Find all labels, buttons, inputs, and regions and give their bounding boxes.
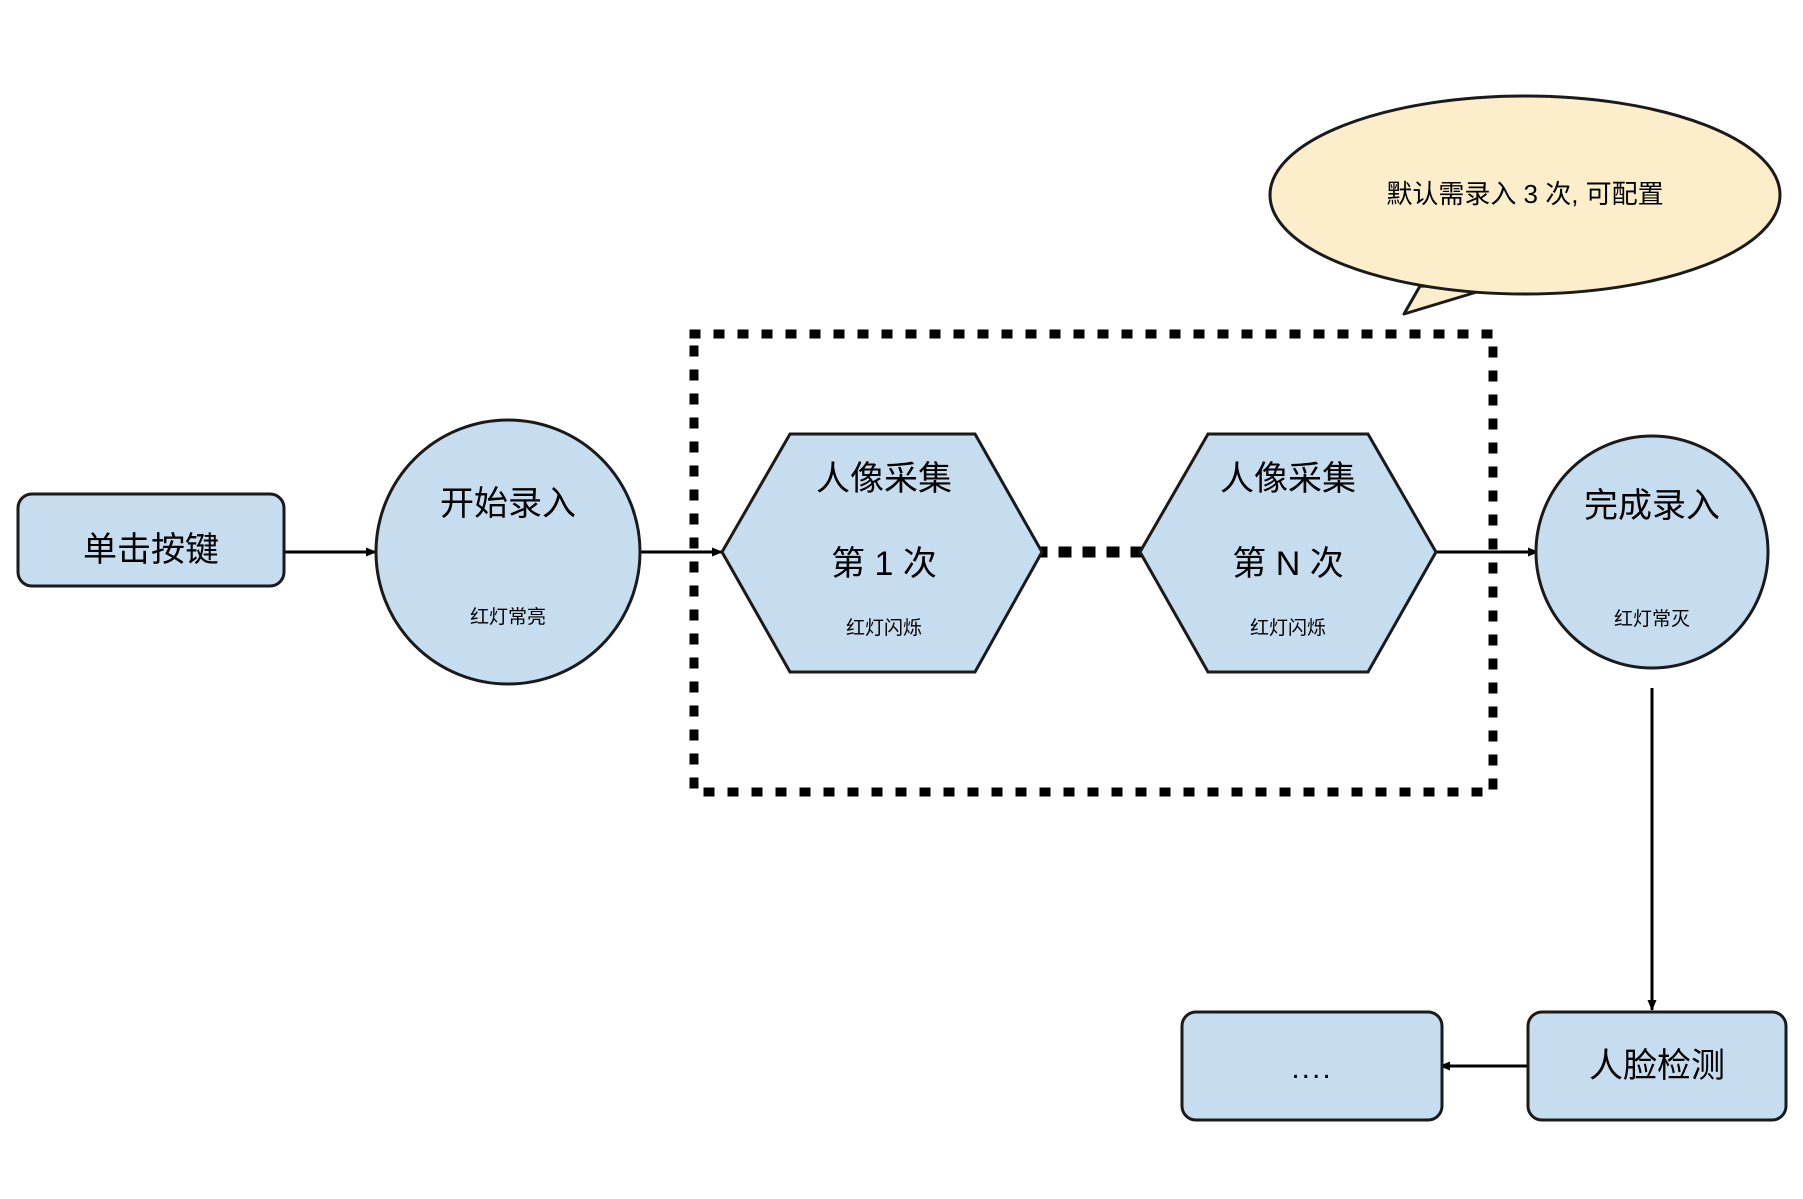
node-click-button-shape[interactable] — [16, 492, 286, 588]
node-start-enroll-label: 开始录入 — [440, 485, 576, 523]
node-capture-first-label-line2: 第 1 次 — [831, 545, 937, 583]
node-finish-enroll-shape[interactable] — [1534, 434, 1770, 670]
node-capture-nth[interactable]: 人像采集 第 N 次 红灯闪烁 — [1138, 432, 1438, 674]
node-finish-enroll[interactable]: 完成录入 红灯常灭 — [1534, 434, 1770, 670]
node-capture-nth-label-line2: 第 N 次 — [1232, 545, 1343, 583]
node-capture-first[interactable]: 人像采集 第 1 次 红灯闪烁 — [720, 432, 1044, 674]
node-start-enroll-shape[interactable] — [374, 418, 642, 686]
node-finish-enroll-sublabel: 红灯常灭 — [1614, 608, 1690, 630]
node-start-enroll[interactable]: 开始录入 红灯常亮 — [374, 418, 642, 686]
node-capture-nth-shape[interactable] — [1138, 432, 1438, 674]
node-more-steps-label: .... — [1291, 1052, 1332, 1085]
node-more-steps-shape[interactable] — [1180, 1010, 1444, 1122]
callout-bubble: 默认需录入 3 次, 可配置 — [1268, 94, 1782, 316]
node-more-steps[interactable]: .... — [1180, 1010, 1444, 1122]
node-capture-nth-label-line1: 人像采集 — [1220, 460, 1356, 498]
callout-body — [1268, 94, 1782, 296]
capture-loop-group-border — [689, 329, 1498, 797]
node-click-button-label: 单击按键 — [83, 531, 219, 569]
node-capture-first-sublabel: 红灯闪烁 — [846, 617, 922, 639]
node-face-detect-label: 人脸检测 — [1589, 1047, 1725, 1085]
node-capture-nth-sublabel: 红灯闪烁 — [1250, 617, 1326, 639]
node-click-button[interactable]: 单击按键 — [16, 492, 286, 588]
callout-label: 默认需录入 3 次, 可配置 — [1386, 179, 1663, 209]
node-capture-first-label-line1: 人像采集 — [816, 460, 952, 498]
node-start-enroll-sublabel: 红灯常亮 — [470, 606, 546, 628]
node-capture-first-shape[interactable] — [720, 432, 1044, 674]
node-face-detect-shape[interactable] — [1526, 1010, 1788, 1122]
node-finish-enroll-label: 完成录入 — [1584, 487, 1720, 525]
node-face-detect[interactable]: 人脸检测 — [1526, 1010, 1788, 1122]
